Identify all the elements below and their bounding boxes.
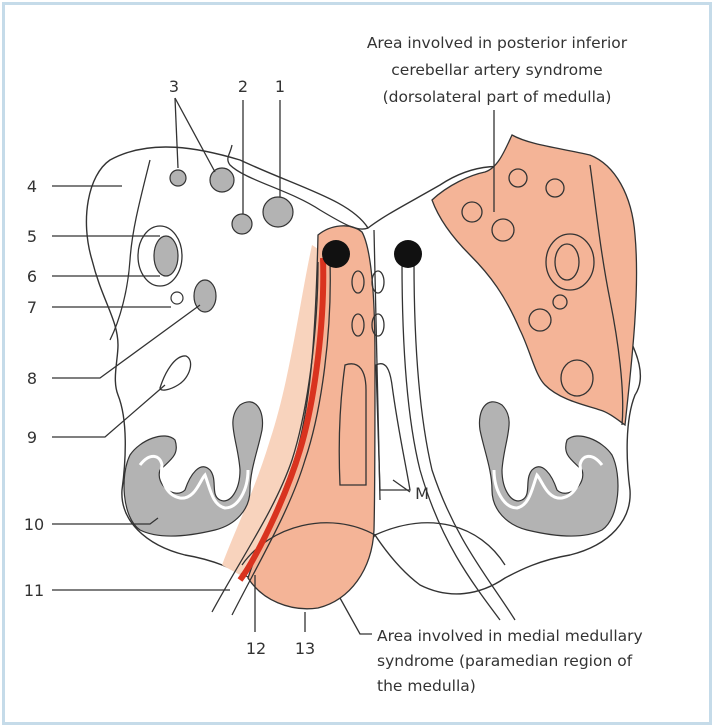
label-8: 8 — [27, 369, 37, 388]
label-10: 10 — [24, 515, 44, 534]
struct-3b — [210, 168, 234, 192]
label-3: 3 — [169, 77, 179, 96]
label-6: 6 — [27, 267, 37, 286]
struct-2 — [232, 214, 252, 234]
struct-6 — [154, 236, 178, 276]
struct-3a — [170, 170, 186, 186]
label-2: 2 — [238, 77, 248, 96]
hypoglossal-nucleus-right — [394, 240, 422, 268]
label-5: 5 — [27, 227, 37, 246]
pica-caption-line2: cerebellar artery syndrome — [391, 61, 602, 79]
pica-caption-line1: Area involved in posterior inferior — [367, 34, 628, 52]
hypoglossal-nucleus-left — [322, 240, 350, 268]
medial-caption-line1: Area involved in medial medullary — [377, 627, 643, 645]
medial-caption-line2: syndrome (paramedian region of — [377, 652, 633, 670]
pica-caption-line3: (dorsolateral part of medulla) — [383, 88, 612, 106]
label-13: 13 — [295, 639, 315, 658]
medial-caption-line3: the medulla) — [377, 677, 476, 695]
label-m: M — [415, 484, 429, 503]
struct-1 — [263, 197, 293, 227]
label-1: 1 — [275, 77, 285, 96]
label-11: 11 — [24, 581, 44, 600]
label-12: 12 — [246, 639, 266, 658]
label-9: 9 — [27, 428, 37, 447]
label-4: 4 — [27, 177, 37, 196]
label-7: 7 — [27, 298, 37, 317]
